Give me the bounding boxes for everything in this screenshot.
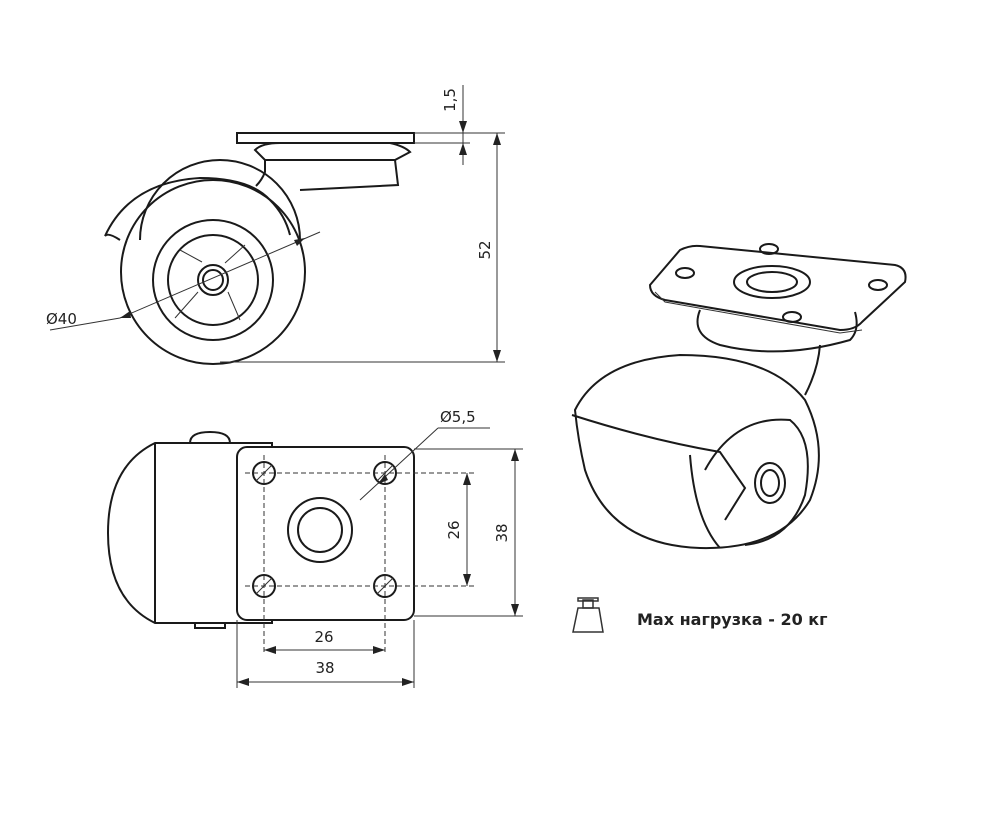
hole-diameter-label: Ø5,5: [440, 408, 476, 426]
plate-width-label: 38: [315, 659, 334, 677]
hole-spacing-horizontal-label: 26: [314, 628, 333, 646]
height-label: 52: [476, 240, 494, 259]
hole-spacing-vertical-label: 26: [445, 520, 463, 539]
perspective-view: [571, 243, 907, 550]
load-info: Мах нагрузка - 20 кг: [572, 597, 828, 633]
max-load-label: Мах нагрузка - 20 кг: [637, 610, 828, 629]
plate-height-label: 38: [493, 523, 511, 542]
wheel-diameter-label: Ø40: [46, 310, 77, 328]
plate-thickness-label: 1,5: [441, 88, 459, 112]
side-view: Ø40 52 1,5: [46, 85, 505, 365]
weight-icon: [572, 597, 604, 633]
bottom-view: 26 38 26 38 Ø5,5: [106, 408, 523, 688]
